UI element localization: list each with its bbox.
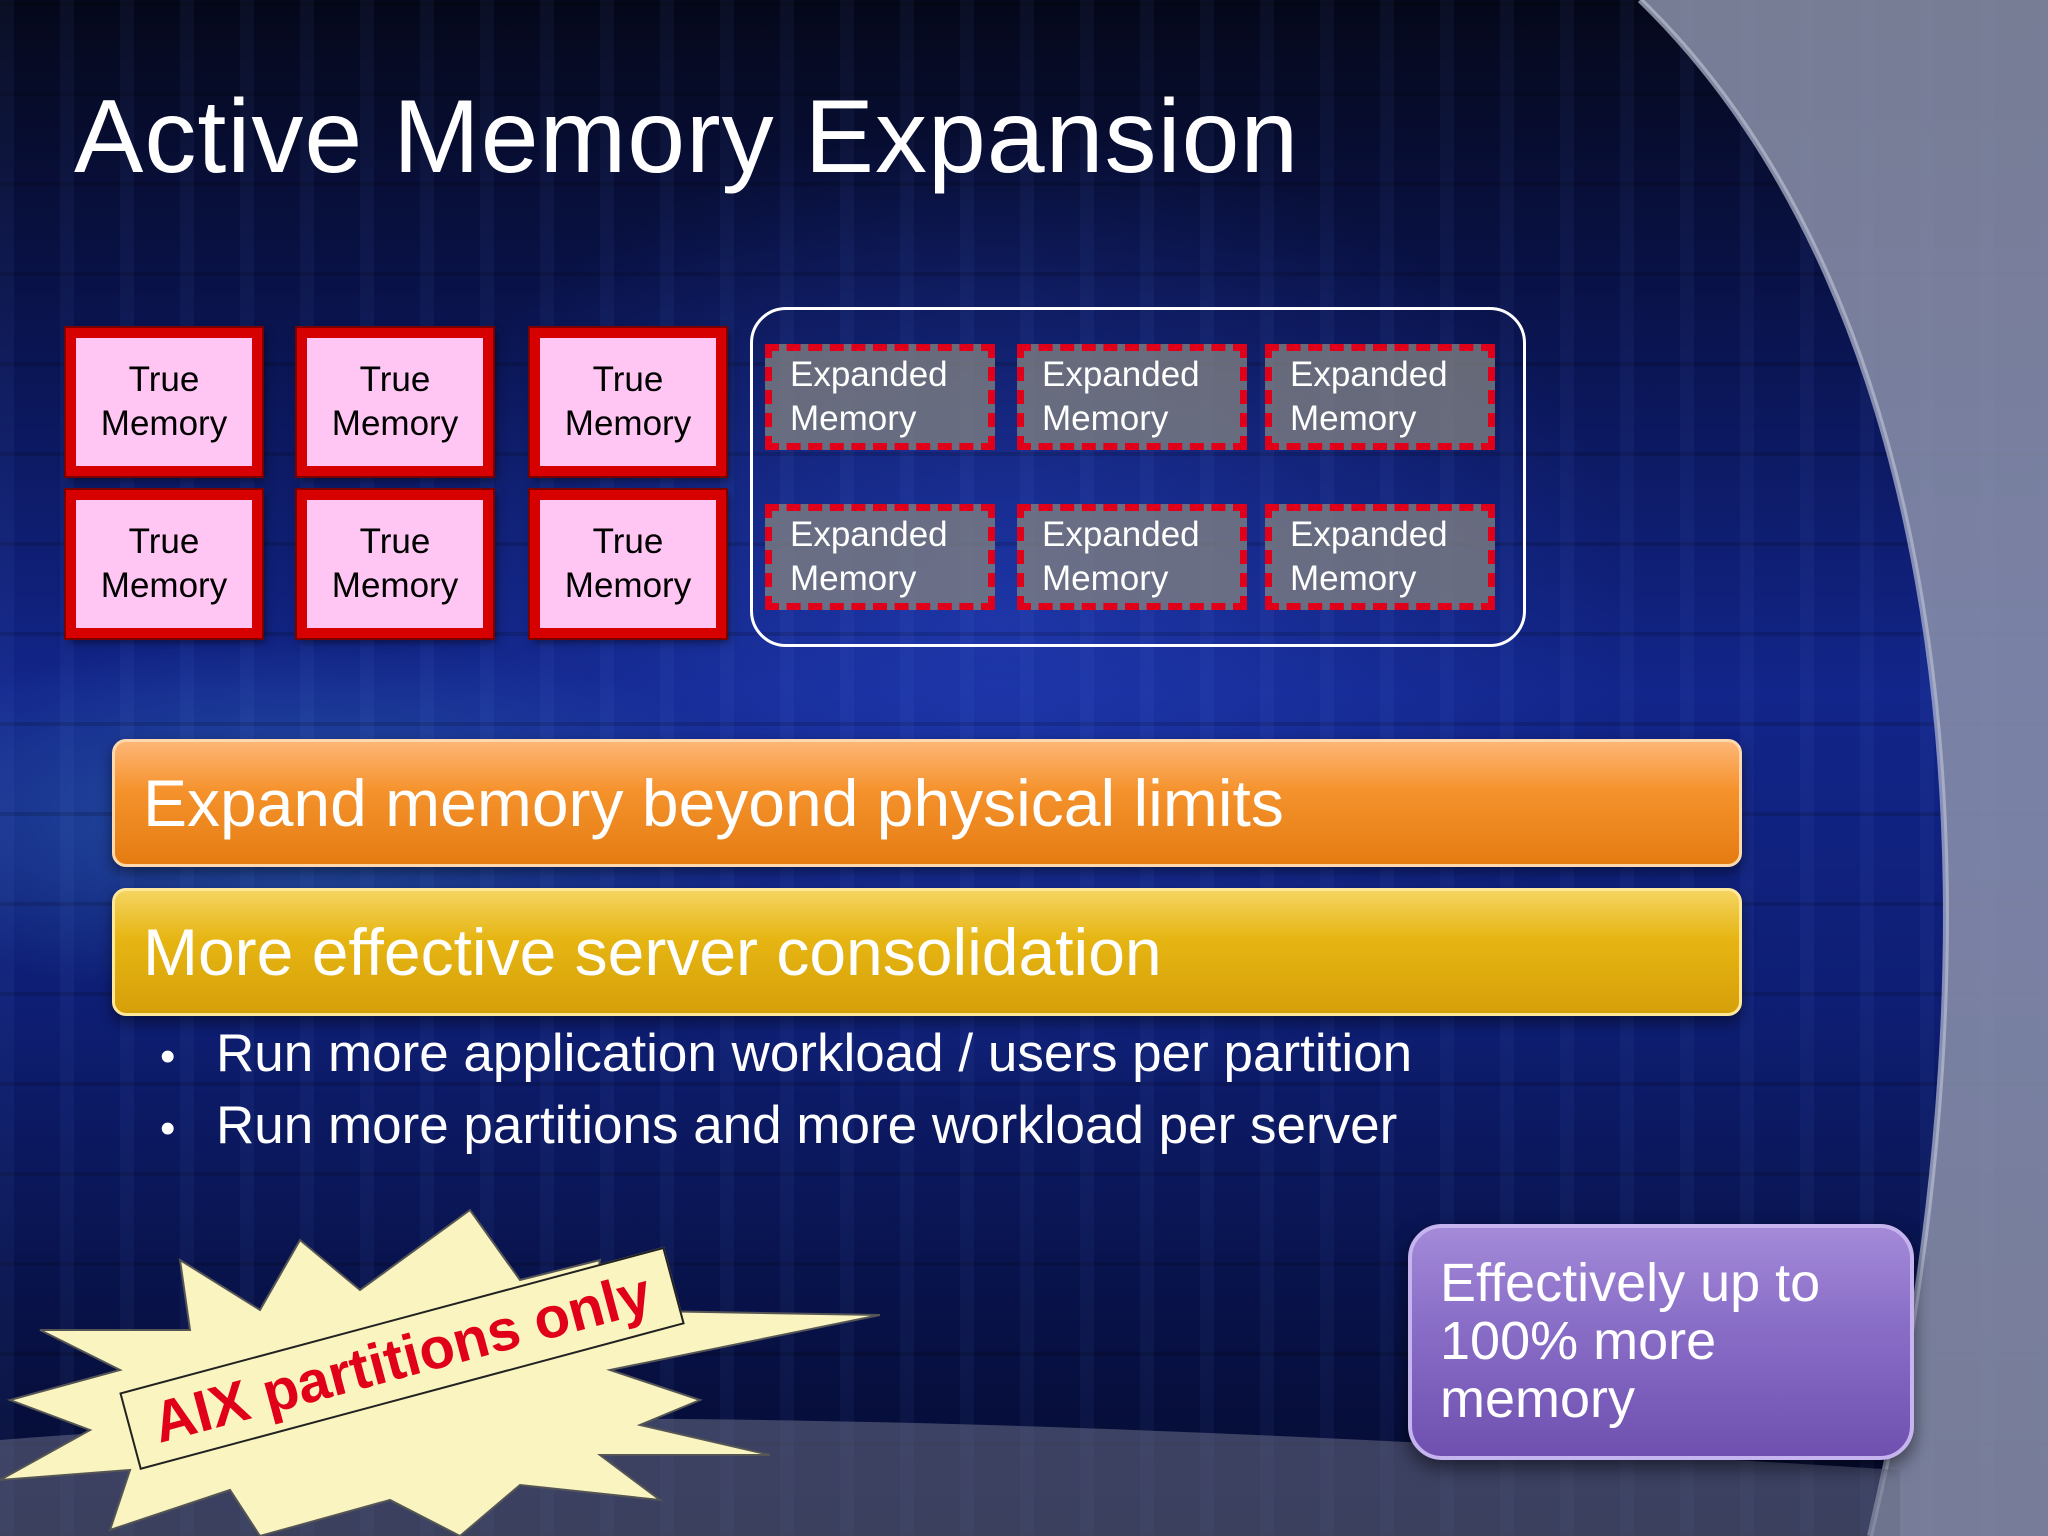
box-label-line2: Memory xyxy=(331,566,459,605)
slide-title: Active Memory Expansion xyxy=(74,79,1300,195)
box-label-line2: Memory xyxy=(100,404,228,443)
box-label-line2: Memory xyxy=(564,404,692,443)
callout-line: memory xyxy=(1440,1369,1636,1429)
box-label-line2: Memory xyxy=(790,559,917,598)
bar-text: Expand memory beyond physical limits xyxy=(143,766,1284,840)
box-label-line1: True xyxy=(359,522,431,561)
bullet-text: Run more application workload / users pe… xyxy=(216,1024,1413,1083)
bullet-item: • Run more partitions and more workload p… xyxy=(160,1090,1412,1162)
box-label-line1: True xyxy=(128,360,200,399)
box-label-line2: Memory xyxy=(1290,399,1417,438)
box-label-line1: True xyxy=(592,522,664,561)
box-label-line2: Memory xyxy=(790,399,917,438)
highlight-bar-consolidation: More effective server consolidation xyxy=(112,888,1742,1016)
callout-box: Effectively up to 100% more memory xyxy=(1408,1224,1914,1460)
box-label-line1: Expanded xyxy=(1042,515,1200,554)
box-label-line1: True xyxy=(359,360,431,399)
callout-line: 100% more xyxy=(1440,1311,1717,1371)
box-label-line1: Expanded xyxy=(790,355,948,394)
callout-line: Effectively up to xyxy=(1440,1253,1821,1313)
bullet-text: Run more partitions and more workload pe… xyxy=(216,1096,1398,1155)
box-label-line1: Expanded xyxy=(1290,515,1448,554)
box-label-line2: Memory xyxy=(1042,399,1169,438)
bullet-dot-icon: • xyxy=(160,1032,176,1081)
bullet-list: • Run more application workload / users p… xyxy=(160,1018,1412,1162)
box-label-line2: Memory xyxy=(1042,559,1169,598)
box-label-line1: True xyxy=(592,360,664,399)
box-label-line1: Expanded xyxy=(1290,355,1448,394)
box-label-line2: Memory xyxy=(564,566,692,605)
box-label-line1: Expanded xyxy=(790,515,948,554)
box-label-line1: True xyxy=(128,522,200,561)
box-label-line2: Memory xyxy=(331,404,459,443)
bar-text: More effective server consolidation xyxy=(143,915,1162,989)
box-label-line2: Memory xyxy=(100,566,228,605)
highlight-bar-expand-memory: Expand memory beyond physical limits xyxy=(112,739,1742,867)
box-label-line1: Expanded xyxy=(1042,355,1200,394)
bullet-item: • Run more application workload / users p… xyxy=(160,1018,1412,1090)
box-label-line2: Memory xyxy=(1290,559,1417,598)
bullet-dot-icon: • xyxy=(160,1104,176,1153)
